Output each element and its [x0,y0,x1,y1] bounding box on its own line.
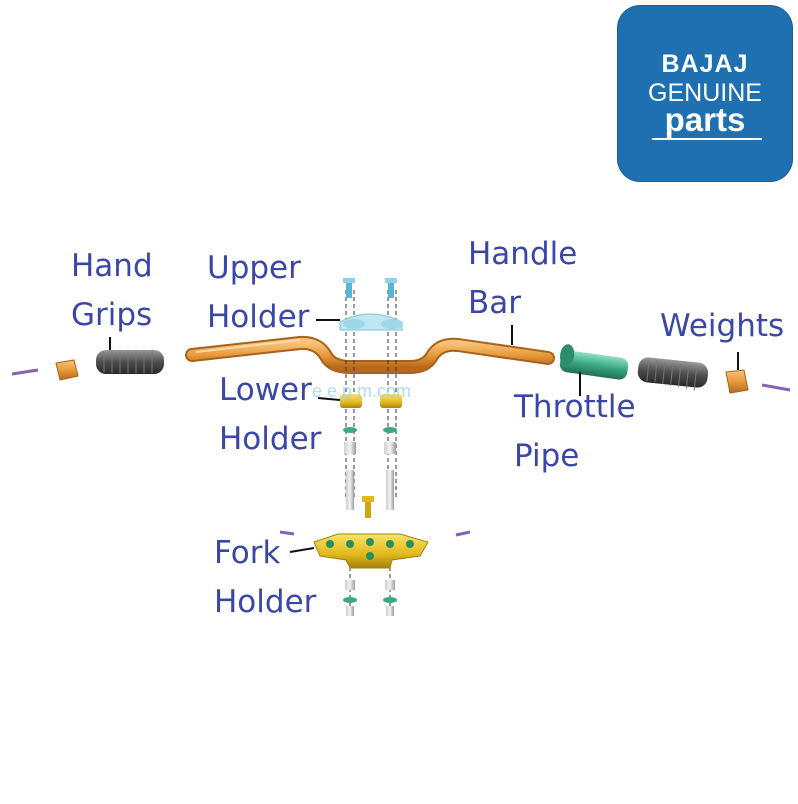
logo-genuine: GENUINE [648,79,762,107]
label-weights-line1: Weights [660,308,785,344]
leader-lines [109,319,739,553]
label-lower-holder-line2: Holder [219,421,322,457]
left-end-screw [11,368,39,376]
label-hand-grips-line2: Grips [71,297,153,333]
left-hand-grip [96,350,164,374]
right-hand-grip [637,357,709,391]
label-fork-holder: Fork Holder [214,529,316,627]
upper-holder [339,313,403,331]
label-hand-grips: Hand Grips [71,242,153,340]
handle-bar [185,335,555,374]
label-upper-holder-line1: Upper [207,250,301,286]
label-fork-holder-line1: Fork [214,535,281,571]
label-handle-bar-line2: Bar [468,285,522,321]
label-throttle-pipe-line2: Pipe [514,438,580,474]
label-handle-bar-line1: Handle [468,236,578,272]
upper-bolts [343,278,397,298]
left-weight [55,359,79,381]
label-weights: Weights [660,302,784,351]
logo-parts: parts [664,101,746,138]
label-throttle-pipe: Throttle Pipe [514,383,636,481]
center-bolt [362,496,374,518]
label-lower-holder: Lower Holder [219,366,321,464]
bottom-nuts [343,580,397,616]
label-handle-bar: Handle Bar [468,230,577,328]
throttle-pipe [559,344,629,380]
bajaj-genuine-parts-logo: BAJAJ GENUINE parts [618,6,792,181]
watermark: e e p m.com [312,381,412,401]
label-fork-holder-line2: Holder [214,584,317,620]
logo-brand: BAJAJ [661,50,749,78]
fork-side-screws [279,530,471,537]
right-weight [725,369,749,394]
label-hand-grips-line1: Hand [71,248,153,284]
label-upper-holder-line2: Holder [207,299,310,335]
label-upper-holder: Upper Holder [207,244,309,342]
right-end-screw [761,383,791,392]
lower-holder [340,394,402,408]
label-lower-holder-line1: Lower [219,372,312,408]
label-throttle-pipe-line1: Throttle [514,389,636,425]
logo-underline [652,138,762,140]
washers-spacers [343,427,397,510]
fork-holder [313,533,429,569]
